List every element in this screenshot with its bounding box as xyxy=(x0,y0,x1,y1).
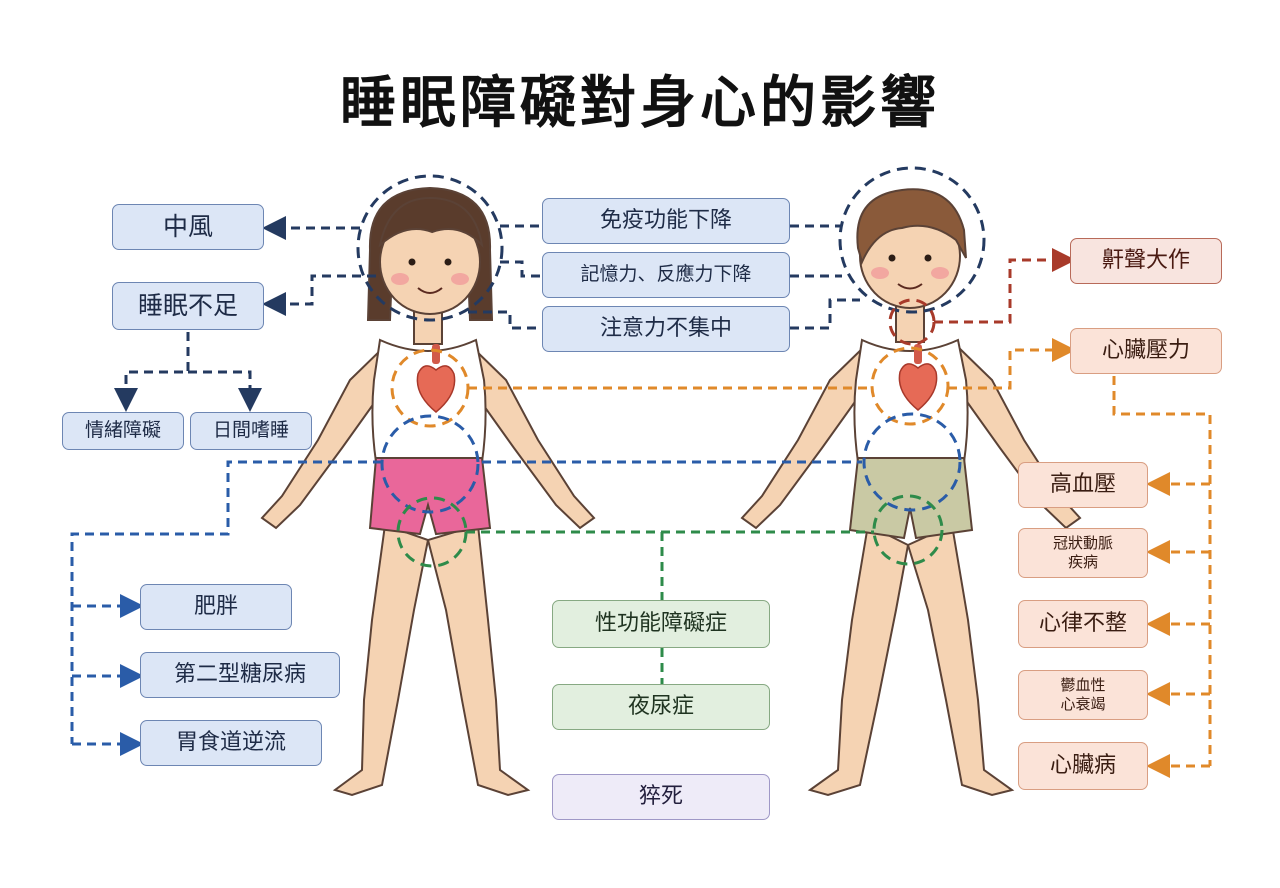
connector-cardiac-trunk xyxy=(1112,376,1212,766)
male-left-arm xyxy=(740,342,868,530)
male-abdomen-circle xyxy=(862,412,962,512)
arrhythmia-box: 心律不整 xyxy=(1018,600,1148,648)
female-bangs xyxy=(378,196,484,249)
female-right-arm xyxy=(468,342,596,530)
male-face-details xyxy=(871,254,949,290)
connector-cardiac-stress xyxy=(948,338,1076,390)
coronary-disease-box: 冠狀動脈 疾病 xyxy=(1018,528,1148,578)
nocturia-box: 夜尿症 xyxy=(552,684,770,730)
female-shorts xyxy=(368,457,492,536)
coronary-line2: 疾病 xyxy=(1067,553,1098,571)
male-pelvis-circle xyxy=(872,494,944,566)
diabetes-box: 第二型糖尿病 xyxy=(140,652,340,698)
connector-snoring xyxy=(934,248,1076,324)
attention-box: 注意力不集中 xyxy=(542,306,790,352)
reflux-box: 胃食道逆流 xyxy=(140,720,322,766)
stroke-box: 中風 xyxy=(112,204,264,250)
memory-box: 記憶力、反應力下降 xyxy=(542,252,790,298)
female-head-circle xyxy=(356,174,504,322)
male-right-leg xyxy=(906,523,1015,797)
page-title: 睡眠障礙對身心的影響 xyxy=(340,71,940,136)
female-face-details xyxy=(391,258,469,294)
female-left-arm xyxy=(260,342,388,530)
male-left-leg xyxy=(807,523,910,797)
heart-failure-box: 鬱血性 心衰竭 xyxy=(1018,670,1148,720)
male-head-circle xyxy=(838,166,986,314)
female-left-leg xyxy=(332,523,430,797)
connector-abdomen-left xyxy=(70,460,382,744)
sudden-death-box: 猝死 xyxy=(552,774,770,820)
male-hair xyxy=(856,188,967,265)
male-shorts xyxy=(848,457,974,540)
connector-sleep-branch-right xyxy=(188,370,262,412)
hypertension-box: 高血壓 xyxy=(1018,462,1148,508)
coronary-line1: 冠狀動脈 xyxy=(1052,534,1113,553)
connector-attention-left xyxy=(468,310,542,330)
sexual-dysfunction-box: 性功能障礙症 xyxy=(552,600,770,648)
female-figure xyxy=(260,186,596,797)
obesity-box: 肥胖 xyxy=(140,584,292,630)
cardiac-stress-box: 心臟壓力 xyxy=(1070,328,1222,374)
heart-failure-line2: 心衰竭 xyxy=(1060,695,1106,713)
snoring-box: 鼾聲大作 xyxy=(1070,238,1222,284)
mood-disorder-box: 情緒障礙 xyxy=(62,412,184,450)
sleep-deprivation-box: 睡眠不足 xyxy=(112,282,264,330)
female-right-leg xyxy=(426,523,531,797)
heart-disease-box: 心臟病 xyxy=(1018,742,1148,790)
male-chest-circle xyxy=(870,346,950,426)
daytime-sleepiness-box: 日間嗜睡 xyxy=(190,412,312,450)
connector-attention-right xyxy=(790,298,860,330)
immunity-box: 免疫功能下降 xyxy=(542,198,790,244)
connector-memory-left xyxy=(500,260,542,278)
heart-failure-line1: 鬱血性 xyxy=(1060,676,1106,695)
female-abdomen-circle xyxy=(380,414,480,514)
connector-sleep-branch xyxy=(114,332,190,412)
connector-sleep-deprivation xyxy=(262,274,376,316)
